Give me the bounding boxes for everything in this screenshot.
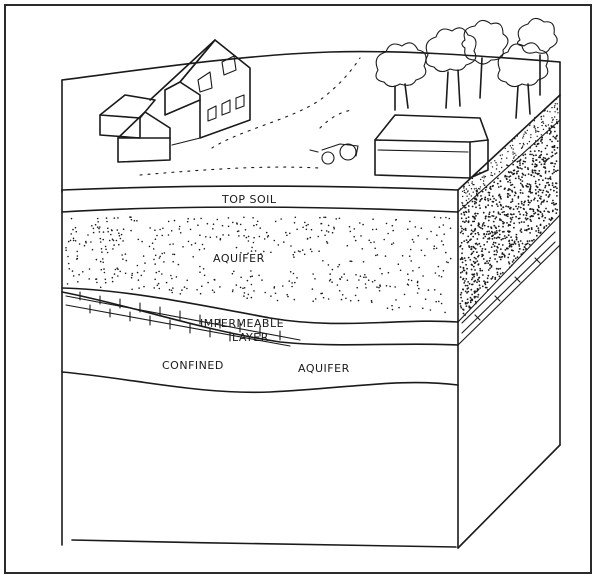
label-impermeable: IMPERMEABLE [200, 317, 284, 330]
label-confined: CONFINED [162, 359, 224, 372]
label-layer: LAYER [232, 331, 269, 344]
trees-illustration [376, 18, 557, 118]
label-top-soil: TOP SOIL [221, 193, 277, 206]
label-aquifer: AQUIFER [213, 252, 265, 265]
barn-illustration [375, 115, 488, 178]
tractor-illustration [310, 144, 358, 164]
label-aquifer-lower: AQUIFER [298, 362, 350, 375]
farmhouse-illustration [100, 40, 250, 162]
